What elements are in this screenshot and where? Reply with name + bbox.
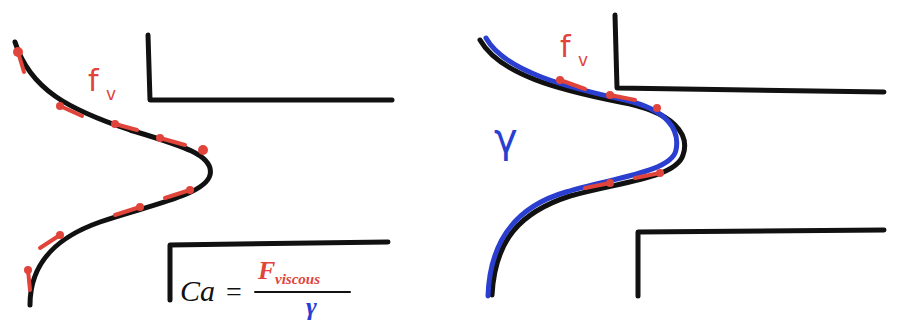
- viscous-force-arrows: [18, 52, 660, 290]
- upper-wall: [148, 35, 392, 100]
- surface-tension-curve: [486, 38, 677, 296]
- capillary-number: Ca: [180, 276, 215, 306]
- fraction-bar: [255, 291, 350, 293]
- force-symbol: f: [560, 32, 571, 62]
- force-subscript: v: [106, 86, 116, 103]
- force-dot: [13, 47, 23, 57]
- force-dot: [606, 179, 614, 187]
- force-dot: [186, 186, 194, 194]
- viscous-subscript: viscous: [275, 272, 320, 287]
- force-dot: [156, 134, 164, 142]
- force-dot: [653, 104, 661, 112]
- lower-wall: [638, 230, 884, 296]
- force-dot: [56, 102, 64, 110]
- interface-curve: [15, 42, 210, 305]
- force-subscript: v: [578, 52, 588, 69]
- equals-sign: =: [226, 278, 242, 306]
- force-dot: [24, 266, 32, 274]
- force-dot: [656, 169, 664, 177]
- force-dot: [111, 120, 119, 128]
- force-dot: [136, 203, 144, 211]
- upper-wall: [615, 15, 884, 92]
- force-dot: [56, 231, 64, 239]
- force-dot: [198, 145, 208, 155]
- force-dots: [13, 47, 664, 274]
- force-dot: [606, 91, 614, 99]
- surface-tension-label: γ: [494, 118, 518, 158]
- force-symbol: f: [88, 66, 99, 96]
- force-dot: [556, 76, 564, 84]
- surface-tension-symbol: γ: [306, 294, 317, 320]
- viscous-force-symbol: F: [258, 258, 275, 284]
- channel-walls: [148, 15, 884, 300]
